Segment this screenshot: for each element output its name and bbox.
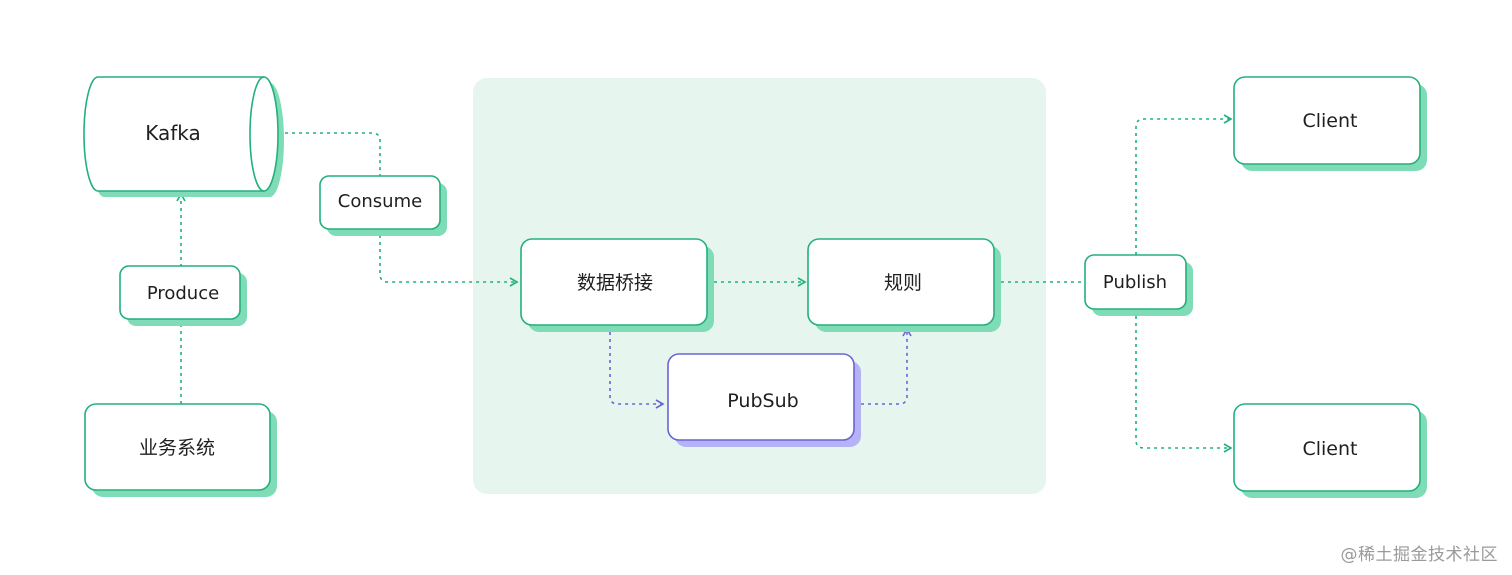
business-system-label: 业务系统 bbox=[139, 437, 215, 459]
publish-label: Publish bbox=[1103, 272, 1167, 293]
data-bridge-node: 数据桥接 bbox=[520, 238, 714, 332]
kafka-node: Kafka bbox=[83, 76, 284, 197]
produce-node: Produce bbox=[119, 265, 247, 326]
connector-kafka-consume bbox=[278, 132, 381, 176]
client-top-node: Client bbox=[1233, 76, 1427, 171]
connectors bbox=[176, 114, 1233, 453]
consume-label: Consume bbox=[338, 191, 422, 212]
consume-box bbox=[319, 175, 441, 230]
connector-publish-client-bottom bbox=[1135, 309, 1233, 453]
business-system-node: 业务系统 bbox=[84, 403, 277, 497]
data-bridge-label: 数据桥接 bbox=[577, 272, 653, 294]
pubsub-box bbox=[667, 353, 855, 441]
connector-bridge-pubsub bbox=[609, 325, 665, 409]
produce-box bbox=[119, 265, 241, 320]
kafka-inner-arc bbox=[249, 76, 265, 192]
client-bottom-box bbox=[1233, 403, 1421, 492]
processing-panel bbox=[473, 78, 1046, 494]
publish-box bbox=[1084, 254, 1187, 310]
publish-node: Publish bbox=[1084, 254, 1193, 316]
connector-publish-client-top bbox=[1135, 114, 1233, 255]
consume-node: Consume bbox=[319, 175, 447, 236]
client-bottom-label: Client bbox=[1302, 438, 1357, 460]
rules-node: 规则 bbox=[807, 238, 1001, 332]
client-top-box bbox=[1233, 76, 1421, 165]
watermark: @稀土掘金技术社区 bbox=[1340, 545, 1498, 565]
kafka-label: Kafka bbox=[145, 121, 201, 145]
produce-label: Produce bbox=[147, 283, 219, 304]
pubsub-label: PubSub bbox=[727, 390, 798, 412]
rules-box bbox=[807, 238, 995, 326]
connector-consume-bridge bbox=[379, 228, 519, 287]
business-system-box bbox=[84, 403, 271, 491]
data-bridge-box bbox=[520, 238, 708, 326]
pubsub-node: PubSub bbox=[667, 353, 861, 447]
client-bottom-node: Client bbox=[1233, 403, 1427, 498]
connector-pubsub-rules bbox=[854, 327, 912, 405]
rules-label: 规则 bbox=[884, 272, 922, 294]
client-top-label: Client bbox=[1302, 110, 1357, 132]
